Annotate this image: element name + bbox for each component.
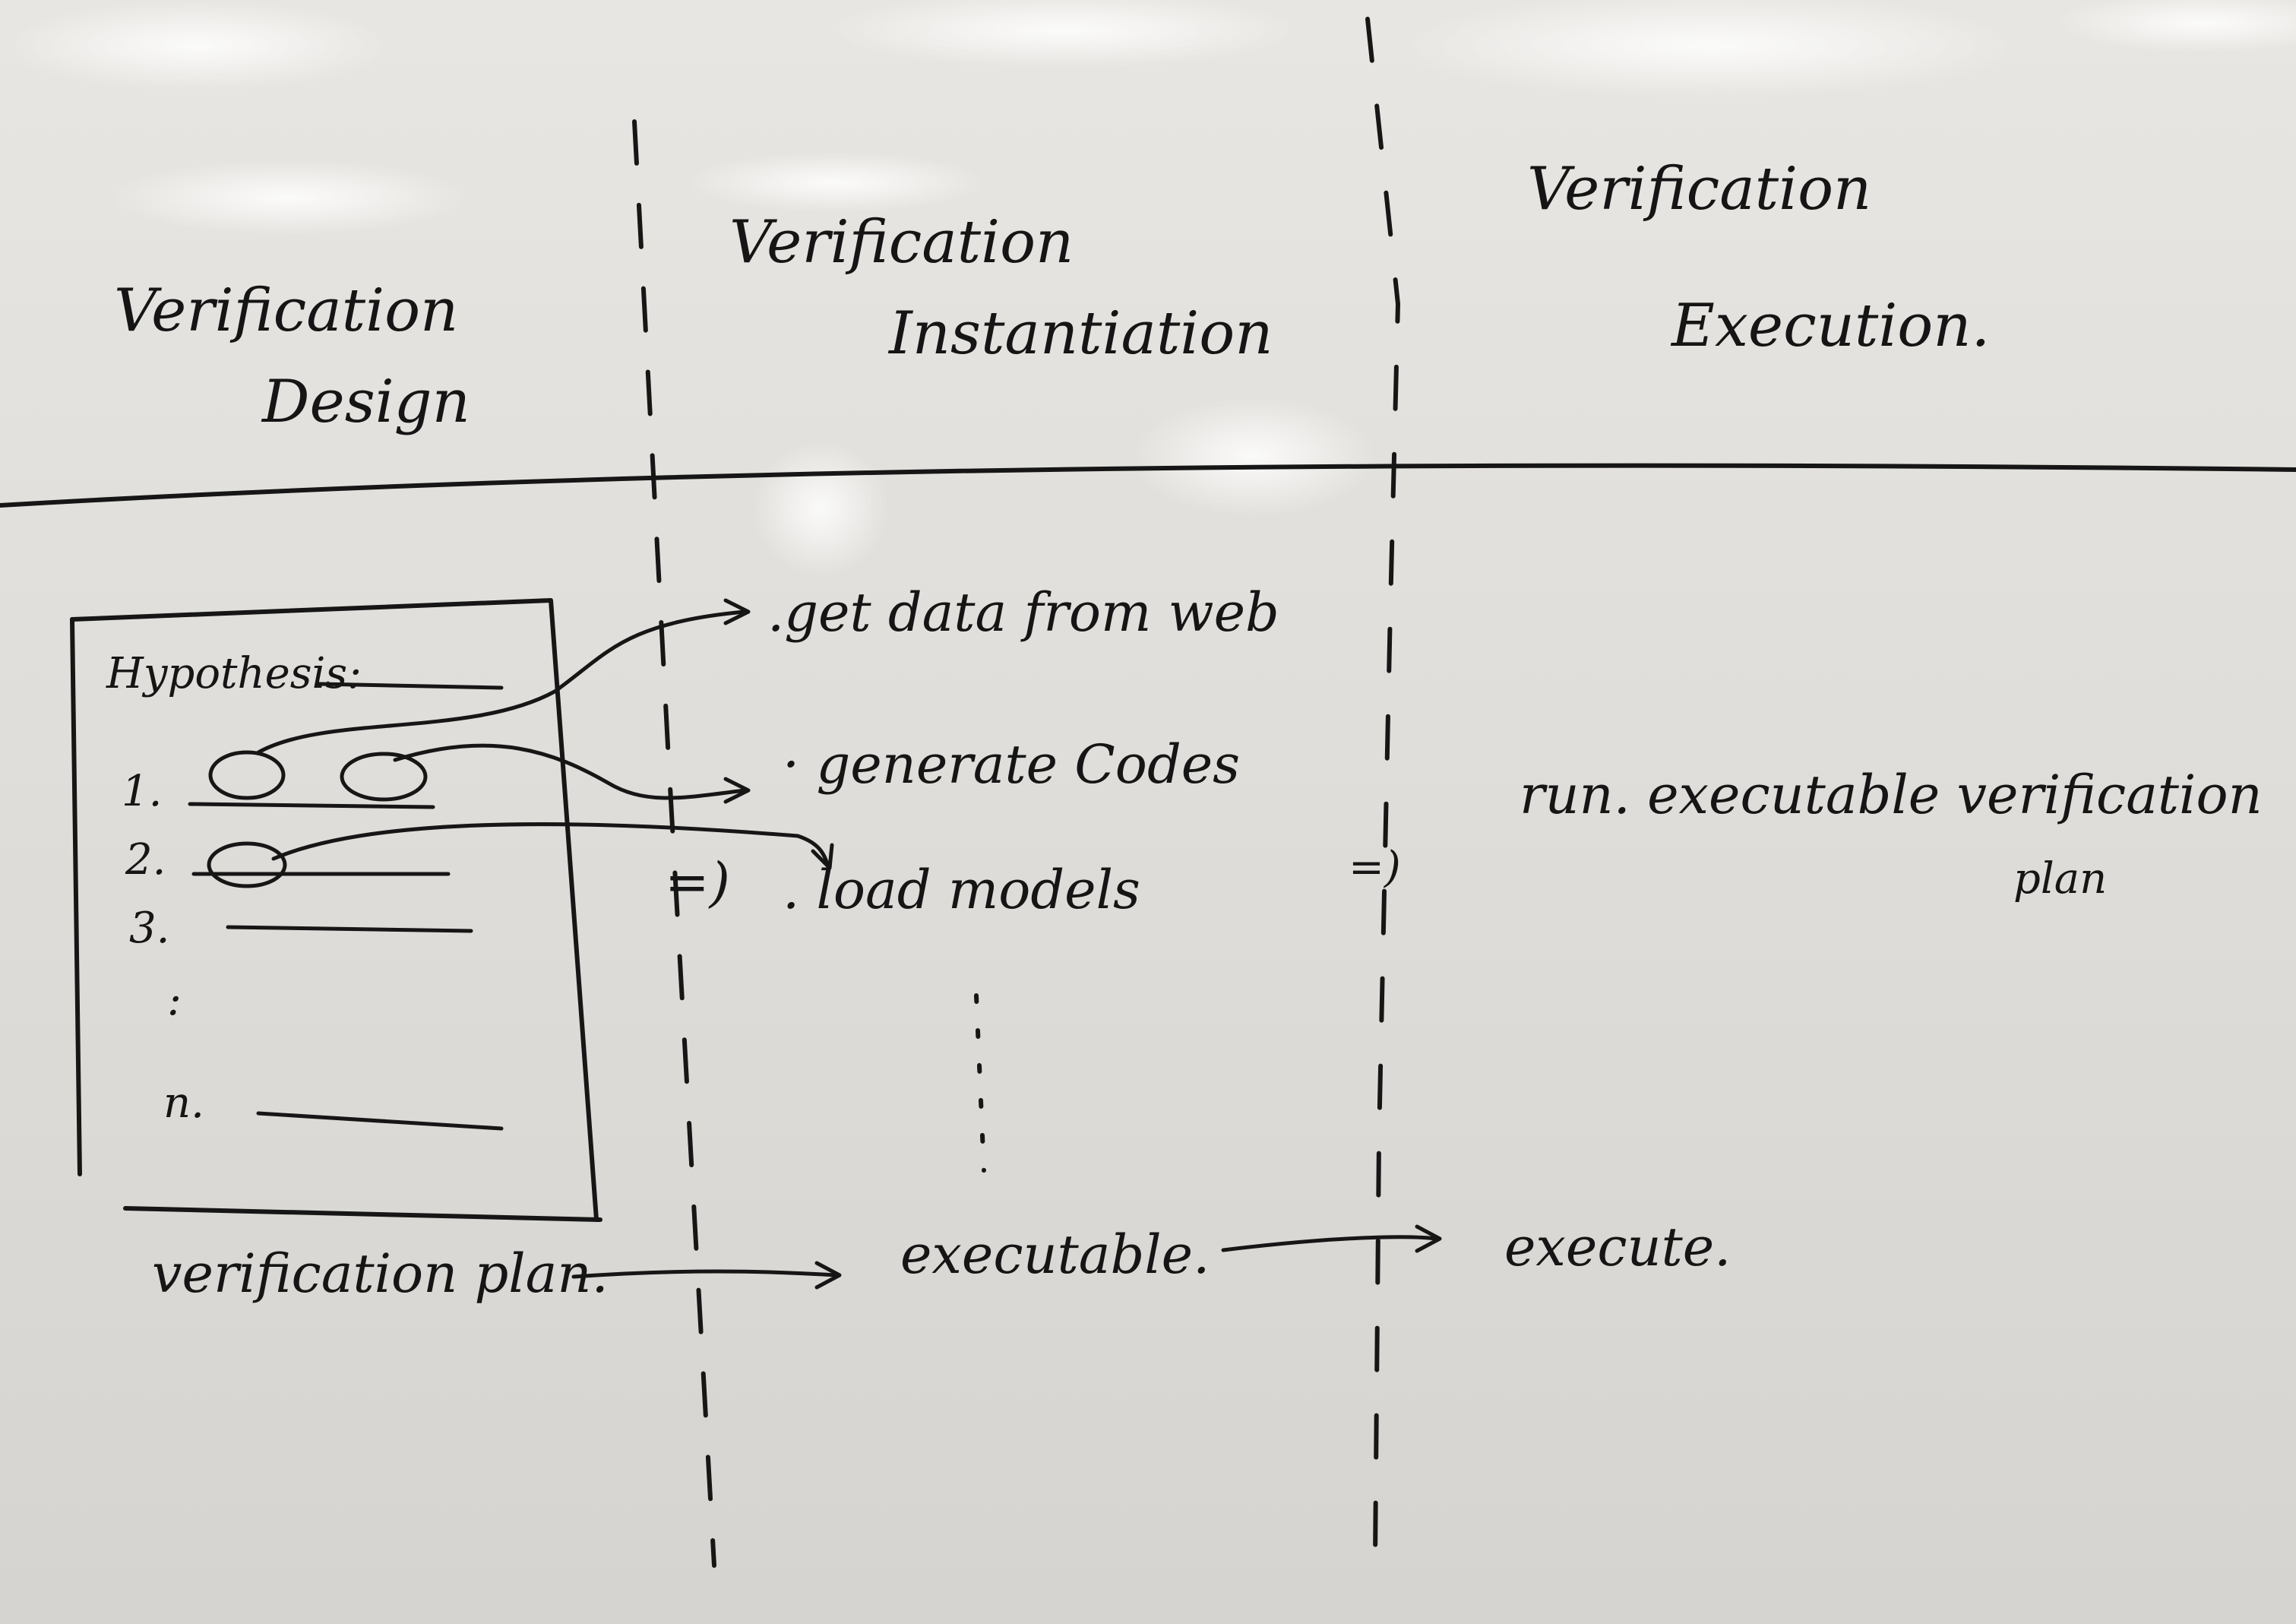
circled-term-1a [208, 750, 286, 800]
column-instantiation-title-line2: Instantiation [887, 299, 1273, 368]
column-instantiation-title-line1: Verification [729, 208, 1074, 277]
column-execution-title-line2: Execution. [1670, 292, 1990, 360]
steps-continuation-dots [974, 993, 986, 1173]
bottom-flow: verification plan. executable. execute. [152, 1216, 1731, 1305]
plan-item-n-number: n. [163, 1078, 204, 1128]
plan-item-1-number: 1. [122, 767, 162, 816]
column-design-title-line2: Design [261, 368, 470, 436]
arrow-to-get-data [256, 609, 747, 755]
column-divider-right [1365, 17, 1400, 1560]
column-design-title-line1: Verification [114, 277, 458, 345]
implies-symbol-left: =) [665, 851, 730, 913]
step-load-models: . load models [783, 859, 1140, 921]
step-generate-codes: · generate Codes [783, 733, 1240, 796]
executable-label: executable. [900, 1224, 1210, 1286]
column-header-execution: Verification Execution. [1527, 155, 1990, 360]
execution-step-line1: run. executable verification [1520, 764, 2263, 826]
hypothesis-label: Hypothesis: [106, 649, 362, 698]
column-execution-title-line1: Verification [1527, 155, 1871, 223]
instantiation-steps: .get data from web · generate Codes . lo… [767, 581, 1279, 1173]
step-get-data-from-web: .get data from web [767, 581, 1279, 644]
arrow-to-load-models [271, 822, 830, 869]
circled-term-2a [207, 841, 287, 888]
circled-term-1b [340, 752, 428, 802]
implies-symbol-right: =) [1349, 843, 1401, 892]
arrow-executable-to-execute [1221, 1235, 1438, 1252]
arrow-to-generate-codes [393, 743, 747, 800]
column-header-instantiation: Verification Instantiation [729, 208, 1273, 368]
plan-item-2-number: 2. [125, 835, 166, 885]
execute-label: execute. [1504, 1216, 1731, 1278]
mapping-arrows [256, 598, 834, 870]
verification-plan-label: verification plan. [152, 1243, 609, 1305]
plan-item-3-number: 3. [129, 904, 169, 953]
column-header-design: Verification Design [114, 277, 470, 436]
execution-step: run. executable verification plan [1520, 764, 2263, 904]
column-divider-left [632, 119, 716, 1568]
plan-item-ellipsis: : [167, 976, 182, 1025]
verification-plan-box: Hypothesis: 1. 2. 3. : n. [70, 598, 602, 1222]
execution-step-line2: plan [2013, 854, 2107, 904]
arrow-plan-to-executable [571, 1269, 838, 1279]
header-divider-line [0, 463, 2296, 508]
